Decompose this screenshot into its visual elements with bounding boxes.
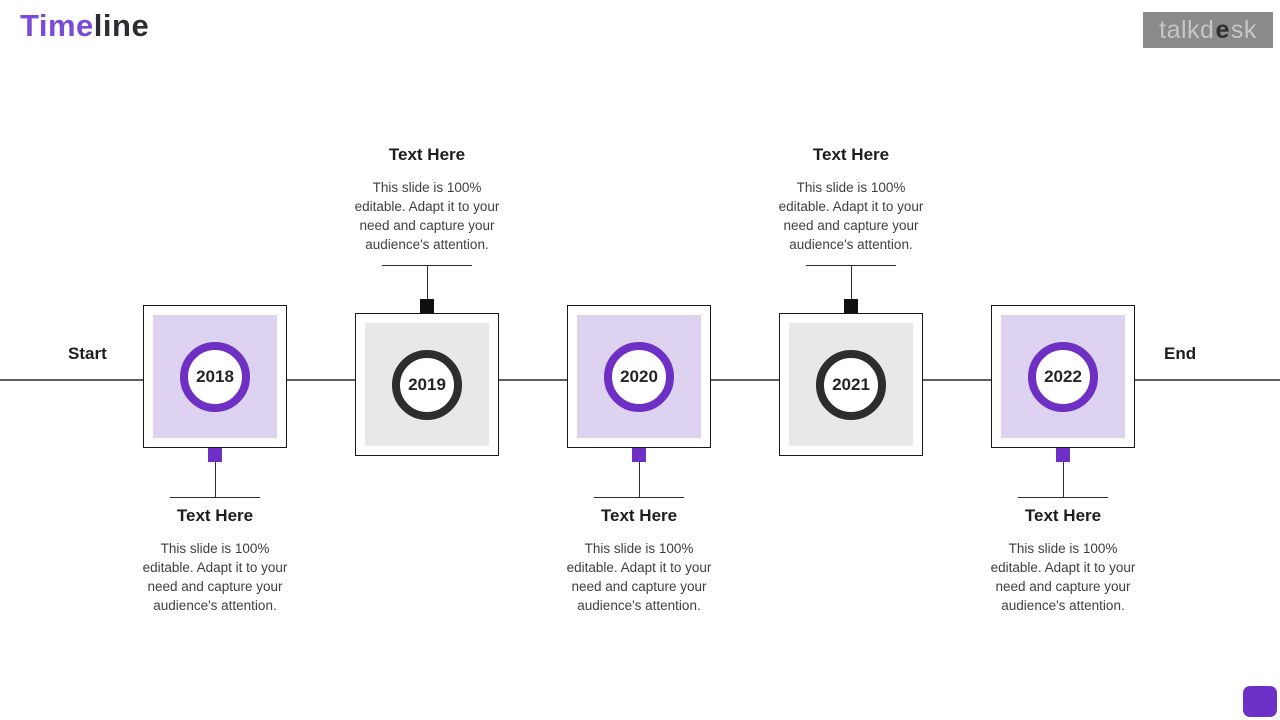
milestone-fill-2021: 2021 — [789, 323, 913, 446]
callout-body-2018: This slide is 100% editable. Adapt it to… — [142, 541, 288, 613]
milestone-box-2022: 2022 — [991, 305, 1135, 448]
milestone-fill-2018: 2018 — [153, 315, 277, 438]
year-badge-2018: 2018 — [180, 341, 250, 412]
milestone-box-2018: 2018 — [143, 305, 287, 448]
callout-2022: Text Here This slide is 100% editable. A… — [958, 506, 1168, 615]
connector-vline-2020 — [639, 462, 640, 497]
connector-hline-2018 — [170, 497, 260, 498]
callout-heading-2019: Text Here — [388, 145, 466, 164]
callout-2019: Text Here This slide is 100% editable. A… — [322, 145, 532, 254]
logo-text-prefix: talkd — [1159, 15, 1215, 44]
year-badge-2021: 2021 — [816, 349, 886, 420]
connector-square-2019 — [420, 299, 434, 313]
callout-heading-2020: Text Here — [600, 506, 678, 525]
page-title-highlight: Time — [20, 8, 94, 43]
callout-2021: Text Here This slide is 100% editable. A… — [746, 145, 956, 254]
year-badge-2020: 2020 — [604, 341, 674, 412]
page-title: Timeline — [20, 8, 149, 44]
callout-heading-2022: Text Here — [1024, 506, 1102, 525]
end-label: End — [1164, 344, 1197, 363]
milestone-box-2019: 2019 — [355, 313, 499, 456]
connector-square-2022 — [1056, 448, 1070, 462]
milestone-fill-2022: 2022 — [1001, 315, 1125, 438]
connector-vline-2021 — [851, 265, 852, 300]
connector-hline-2020 — [594, 497, 684, 498]
logo-phone-e-icon: e — [1215, 15, 1230, 44]
callout-body-2021: This slide is 100% editable. Adapt it to… — [778, 180, 924, 252]
milestone-box-2021: 2021 — [779, 313, 923, 456]
connector-hline-2022 — [1018, 497, 1108, 498]
start-label: Start — [68, 344, 107, 363]
callout-body-2020: This slide is 100% editable. Adapt it to… — [566, 541, 712, 613]
callout-2020: Text Here This slide is 100% editable. A… — [534, 506, 744, 615]
callout-body-2022: This slide is 100% editable. Adapt it to… — [990, 541, 1136, 613]
milestone-fill-2020: 2020 — [577, 315, 701, 438]
connector-vline-2022 — [1063, 462, 1064, 497]
callout-heading-2018: Text Here — [176, 506, 254, 525]
milestone-fill-2019: 2019 — [365, 323, 489, 446]
year-badge-2019: 2019 — [392, 349, 462, 420]
logo-text-suffix: sk — [1230, 15, 1257, 44]
connector-square-2020 — [632, 448, 646, 462]
milestone-box-2020: 2020 — [567, 305, 711, 448]
connector-square-2021 — [844, 299, 858, 313]
callout-body-2019: This slide is 100% editable. Adapt it to… — [354, 180, 500, 252]
corner-accent-square — [1243, 686, 1277, 717]
connector-square-2018 — [208, 448, 222, 462]
connector-vline-2019 — [427, 265, 428, 300]
page-title-rest: line — [93, 8, 150, 43]
callout-heading-2021: Text Here — [812, 145, 890, 164]
connector-vline-2018 — [215, 462, 216, 497]
callout-2018: Text Here This slide is 100% editable. A… — [110, 506, 320, 615]
year-badge-2022: 2022 — [1028, 341, 1098, 412]
